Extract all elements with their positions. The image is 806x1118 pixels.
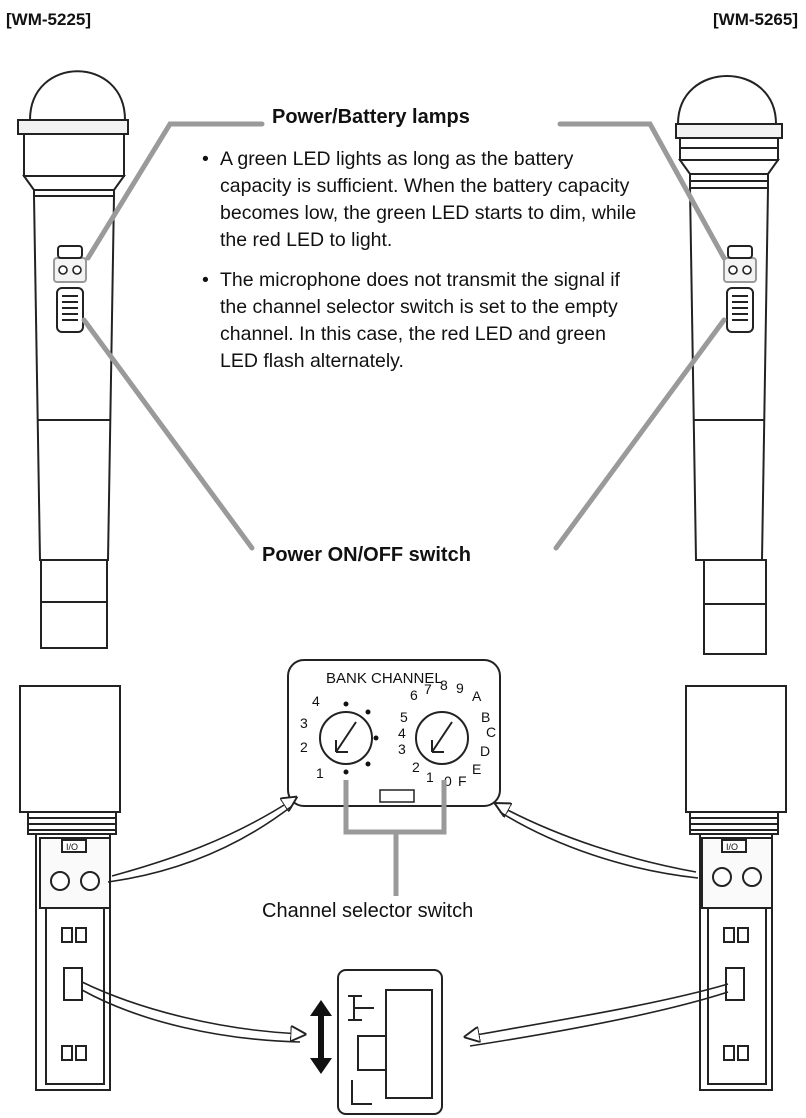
- channel-dial-mini-left: [80, 871, 100, 891]
- channel-digit-5: 5: [400, 709, 408, 725]
- model-label-left: [WM-5225]: [6, 10, 92, 29]
- channel-digit-7: 4: [398, 725, 406, 741]
- leader-lines: [81, 121, 727, 551]
- hl-switch-panel: [337, 969, 443, 1115]
- svg-text:I/O: I/O: [726, 842, 738, 852]
- microphone-open-left: I/O: [19, 685, 121, 1091]
- channel-digit-10: D: [480, 743, 490, 759]
- bullet-list: A green LED lights as long as the batter…: [202, 146, 642, 375]
- svg-text:I/O: I/O: [66, 842, 78, 852]
- hl-switch-mini-right: [725, 967, 745, 1001]
- model-label-right: [WM-5265]: [712, 10, 798, 29]
- channel-dial-mini-right: [742, 867, 762, 887]
- channel-digit-11: 2: [412, 759, 420, 775]
- io-tag-left: [61, 839, 87, 853]
- channel-digit-13: 1: [426, 769, 434, 785]
- power-switch-left: [56, 287, 84, 333]
- channel-digit-6: B: [481, 709, 490, 725]
- microphone-left: [17, 70, 129, 649]
- hl-switch-mini-left: [63, 967, 83, 1001]
- channel-digit-2: 8: [440, 677, 448, 693]
- channel-selector-label: Channel selector switch: [262, 900, 474, 922]
- bank-dial-mini-right: [712, 867, 732, 887]
- bank-digit-0: 4: [312, 693, 320, 709]
- channel-digit-8: C: [486, 724, 496, 740]
- arrows-to-switch: [81, 981, 729, 1047]
- bullet-empty-channel: The microphone does not transmit the sig…: [202, 267, 642, 375]
- channel-digit-4: A: [472, 688, 482, 704]
- arrows-to-panel: [107, 800, 699, 883]
- selector-bracket: [343, 780, 447, 896]
- updown-arrow-icon: [310, 1000, 332, 1074]
- channel-digit-9: 3: [398, 741, 406, 757]
- panel-title: BANK CHANNEL: [326, 670, 443, 687]
- bank-digit-3: 1: [316, 765, 324, 781]
- bullet-led-level: A green LED lights as long as the batter…: [202, 146, 642, 254]
- power-switch-right: [726, 287, 754, 333]
- power-battery-lamps-heading: Power/Battery lamps: [272, 106, 470, 128]
- channel-digit-1: 7: [424, 681, 432, 697]
- io-tag-right: [721, 839, 747, 853]
- microphone-open-right: I/O: [685, 685, 787, 1091]
- bank-dial-mini-left: [50, 871, 70, 891]
- channel-digit-14: 0: [444, 773, 452, 789]
- microphone-right: [675, 75, 783, 655]
- channel-digit-3: 9: [456, 680, 464, 696]
- bank-digit-2: 2: [300, 739, 308, 755]
- channel-digit-15: F: [458, 773, 467, 789]
- channel-digit-0: 6: [410, 687, 418, 703]
- channel-digit-12: E: [472, 761, 481, 777]
- bank-digit-1: 3: [300, 715, 308, 731]
- power-switch-heading: Power ON/OFF switch: [262, 544, 471, 566]
